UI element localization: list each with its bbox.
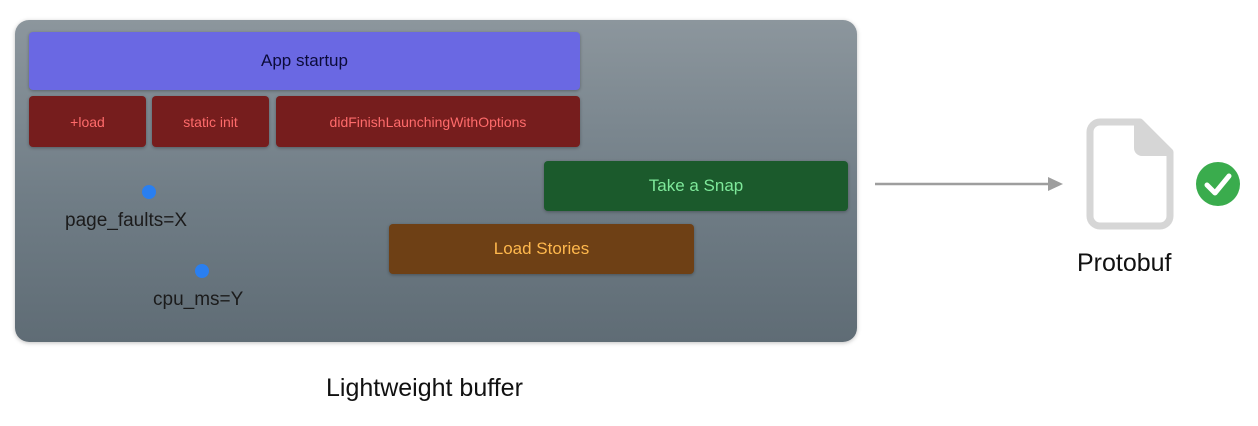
static-init-span: static init bbox=[152, 96, 269, 147]
take-a-snap-label: Take a Snap bbox=[648, 176, 744, 195]
take-a-snap-span: Take a Snap bbox=[544, 161, 848, 211]
buffer-caption: Lightweight buffer bbox=[326, 374, 523, 402]
arrow-icon bbox=[875, 177, 1063, 191]
page-faults-marker bbox=[142, 185, 156, 199]
load-label: +load bbox=[70, 113, 105, 130]
static-init-label: static init bbox=[183, 113, 238, 130]
cpu-ms-marker bbox=[195, 264, 209, 278]
load-stories-label: Load Stories bbox=[493, 239, 590, 258]
app-startup-span: App startup bbox=[29, 32, 580, 90]
page-faults-label: page_faults=X bbox=[65, 210, 188, 231]
protobuf-label: Protobuf bbox=[1077, 249, 1172, 277]
app-startup-label: App startup bbox=[261, 51, 348, 70]
did-finish-launching-span: didFinishLaunchingWithOptions bbox=[276, 96, 580, 147]
load-span: +load bbox=[29, 96, 146, 147]
did-finish-launching-label: didFinishLaunchingWithOptions bbox=[329, 113, 527, 130]
cpu-ms-label: cpu_ms=Y bbox=[153, 289, 244, 310]
check-circle-icon bbox=[1196, 162, 1240, 206]
load-stories-span: Load Stories bbox=[389, 224, 694, 274]
document-icon bbox=[1086, 118, 1174, 230]
